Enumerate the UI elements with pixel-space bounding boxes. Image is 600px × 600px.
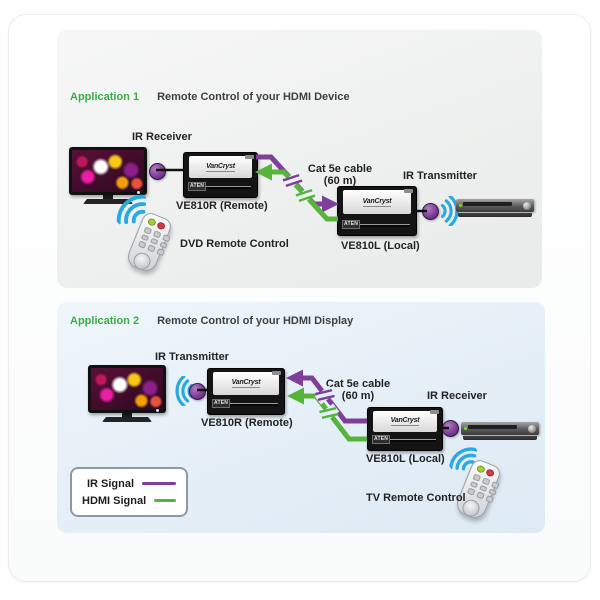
- application-1-label: Application 1: [70, 91, 140, 103]
- device-brand: VanCryst: [362, 197, 392, 207]
- dvd-body: [461, 422, 539, 435]
- dvd-led: [459, 204, 462, 207]
- application-2-heading: Application 2 Remote Control of your HDM…: [70, 315, 353, 327]
- tv-power-led: [156, 409, 159, 412]
- app2-tv-icon: [88, 365, 166, 422]
- application-2-label: Application 2: [70, 315, 140, 327]
- app2-ve810l-label: VE810L (Local): [366, 453, 445, 465]
- legend-row-ir: IR Signal: [82, 478, 176, 490]
- device-slot: [387, 438, 436, 442]
- app2-ir-transmitter-label: IR Transmitter: [155, 351, 229, 363]
- app1-ir-receiver-ball-icon: [149, 163, 166, 180]
- legend-row-hdmi: HDMI Signal: [82, 495, 176, 507]
- app2-ve810l-device: VanCryst ATEN: [367, 407, 443, 451]
- app1-ir-receiver-label: IR Receiver: [132, 131, 192, 143]
- tv-frame: [69, 147, 147, 195]
- device-brand: VanCryst: [231, 378, 261, 388]
- tv-screen: [72, 150, 144, 192]
- device-faceplate: VanCryst: [189, 156, 252, 178]
- aten-logo: ATEN: [372, 435, 391, 444]
- device-chip: [430, 410, 439, 414]
- app1-ve810l-label: VE810L (Local): [341, 240, 420, 252]
- app2-ve810r-label: VE810R (Remote): [201, 417, 293, 429]
- device-faceplate: VanCryst: [343, 190, 411, 214]
- app1-ve810r-label: VE810R (Remote): [176, 200, 268, 212]
- dvd-knob: [528, 424, 536, 433]
- tv-frame: [88, 365, 166, 413]
- application-2-title: Remote Control of your HDMI Display: [157, 315, 354, 327]
- app1-dvd-player-icon: [456, 199, 534, 217]
- dvd-body: [456, 199, 534, 212]
- app2-dvd-player-icon: [461, 422, 539, 440]
- device-slot: [357, 223, 410, 227]
- dvd-knob: [523, 201, 531, 210]
- device-brand: VanCryst: [206, 162, 235, 172]
- app2-ve810r-device: VanCryst ATEN: [207, 368, 285, 415]
- hdmi-signal-line-swatch: [154, 498, 176, 503]
- tv-stand-neck: [103, 195, 113, 199]
- tv-power-led: [137, 191, 140, 194]
- app1-ve810l-device: VanCryst ATEN: [337, 186, 417, 236]
- device-chip: [404, 189, 413, 193]
- legend-hdmi-label: HDMI Signal: [82, 494, 147, 507]
- application-1-title: Remote Control of your HDMI Device: [157, 91, 350, 103]
- app1-remote-signal-waves-icon: [104, 182, 158, 236]
- tv-stand-base: [83, 199, 133, 204]
- app2-cable-label: Cat 5e cable (60 m): [325, 378, 391, 402]
- dvd-tray: [463, 202, 512, 206]
- dvd-tray: [468, 425, 517, 429]
- device-chip: [245, 155, 254, 159]
- device-brand: VanCryst: [390, 417, 420, 426]
- app2-ir-receiver-label: IR Receiver: [427, 390, 487, 402]
- app2-ir-transmitter-ball-icon: [189, 383, 206, 400]
- device-faceplate: VanCryst: [373, 411, 437, 432]
- app1-dvd-remote-label: DVD Remote Control: [180, 238, 289, 250]
- app1-cable-label: Cat 5e cable (60 m): [307, 163, 373, 187]
- device-slot: [227, 402, 278, 406]
- app2-tv-remote-label: TV Remote Control: [366, 492, 466, 504]
- tv-screen: [91, 368, 163, 410]
- app1-tv-icon: [69, 147, 147, 204]
- aten-logo: ATEN: [212, 399, 231, 408]
- dvd-led: [464, 427, 467, 430]
- aten-logo: ATEN: [342, 220, 361, 229]
- tv-stand-neck: [122, 413, 132, 417]
- app1-ir-transmitter-label: IR Transmitter: [403, 170, 477, 182]
- device-slot: [203, 185, 251, 189]
- app2-ir-receiver-ball-icon: [442, 420, 459, 437]
- dvd-base: [463, 436, 537, 440]
- application-1-heading: Application 1 Remote Control of your HDM…: [70, 91, 350, 103]
- app1-ve810r-device: VanCryst ATEN: [183, 152, 258, 198]
- tv-stand-base: [102, 417, 152, 422]
- device-faceplate: VanCryst: [213, 372, 279, 395]
- aten-logo: ATEN: [188, 182, 207, 191]
- legend-ir-label: IR Signal: [86, 477, 134, 490]
- ir-signal-line-swatch: [142, 481, 176, 486]
- device-chip: [272, 371, 281, 375]
- legend-box: IR Signal HDMI Signal: [70, 467, 188, 517]
- dvd-base: [458, 213, 532, 217]
